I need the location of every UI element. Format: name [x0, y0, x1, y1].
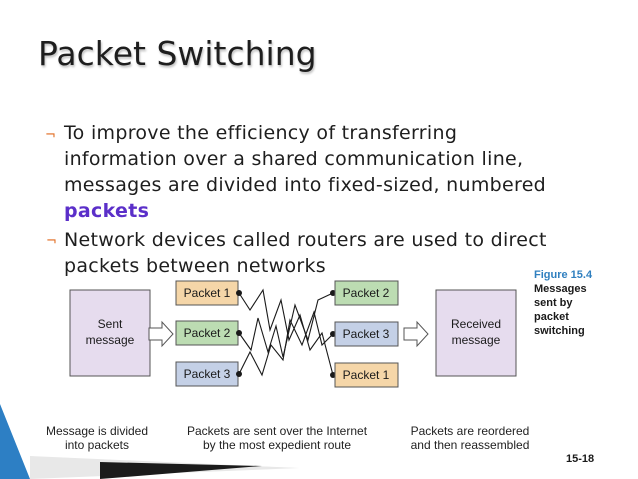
bullet-2-line-1: Network devices called routers are used … — [64, 229, 547, 251]
figure-caption-line: Messages — [534, 283, 587, 295]
caption-line: Packets are sent over the Internet — [186, 424, 368, 438]
bullet-marker: ¬ — [45, 128, 56, 143]
bullet-1-line-3: messages are divided into fixed-sized, n… — [64, 174, 547, 196]
right-packet-middle-label: Packet 3 — [343, 327, 390, 341]
caption-line: into packets — [64, 438, 130, 452]
caption-reassemble: Packets are reordered and then reassembl… — [404, 424, 536, 452]
bullet-1-highlight: packets — [64, 200, 150, 222]
routing-paths — [238, 288, 334, 377]
received-box-line-1: Received — [451, 317, 501, 331]
bullet-2-line-2: packets between networks — [64, 255, 327, 277]
right-packet-top-label: Packet 2 — [343, 286, 390, 300]
sent-box-line-1: Sent — [98, 317, 123, 331]
right-packet-1 — [334, 362, 399, 388]
caption-line: by the most expedient route — [202, 438, 352, 452]
figure-number: Figure 15.4 — [534, 269, 593, 281]
bullet-1-line-1: To improve the efficiency of transferrin… — [64, 122, 458, 144]
router-node — [236, 330, 242, 336]
left-packet-1 — [175, 280, 239, 306]
received-box-line-2: message — [452, 333, 501, 347]
left-packet-2 — [175, 320, 239, 346]
corner-decoration — [0, 404, 30, 479]
footer-wedge-dark — [100, 462, 262, 479]
caption-line: Packets are reordered — [410, 424, 530, 438]
arrow-right-icon — [403, 320, 429, 348]
bullet-marker: ¬ — [46, 234, 57, 249]
caption-route: Packets are sent over the Internet by th… — [180, 424, 374, 452]
figure-caption-line: packet — [534, 311, 569, 323]
sent-box-line-2: message — [86, 333, 135, 347]
route-path — [238, 288, 334, 376]
left-packet-2-label: Packet 2 — [184, 326, 231, 340]
bullet-1-line-2: information over a shared communication … — [64, 148, 524, 170]
route-path — [238, 310, 334, 377]
caption-line: and then reassembled — [410, 438, 530, 452]
slide-title: Packet Switching — [38, 34, 317, 73]
router-node — [236, 371, 242, 377]
slide-number: 15-18 — [566, 453, 595, 465]
right-packet-bottom-label: Packet 1 — [343, 368, 390, 382]
left-packet-1-label: Packet 1 — [184, 286, 231, 300]
right-packet-3 — [334, 321, 399, 347]
caption-line: Message is divided — [45, 424, 149, 438]
sent-message-box — [69, 289, 151, 377]
figure-caption: Figure 15.4 Messages sent by packet swit… — [534, 268, 592, 338]
router-node — [236, 290, 242, 296]
route-path — [238, 292, 334, 358]
right-packet-2 — [334, 280, 399, 306]
received-message-box — [435, 289, 517, 377]
arrow-right-icon — [148, 320, 174, 348]
left-packet-3-label: Packet 3 — [184, 367, 231, 381]
figure-caption-line: sent by — [534, 297, 573, 309]
caption-divide: Message is divided into packets — [38, 424, 156, 452]
figure-caption-line: switching — [534, 325, 585, 337]
